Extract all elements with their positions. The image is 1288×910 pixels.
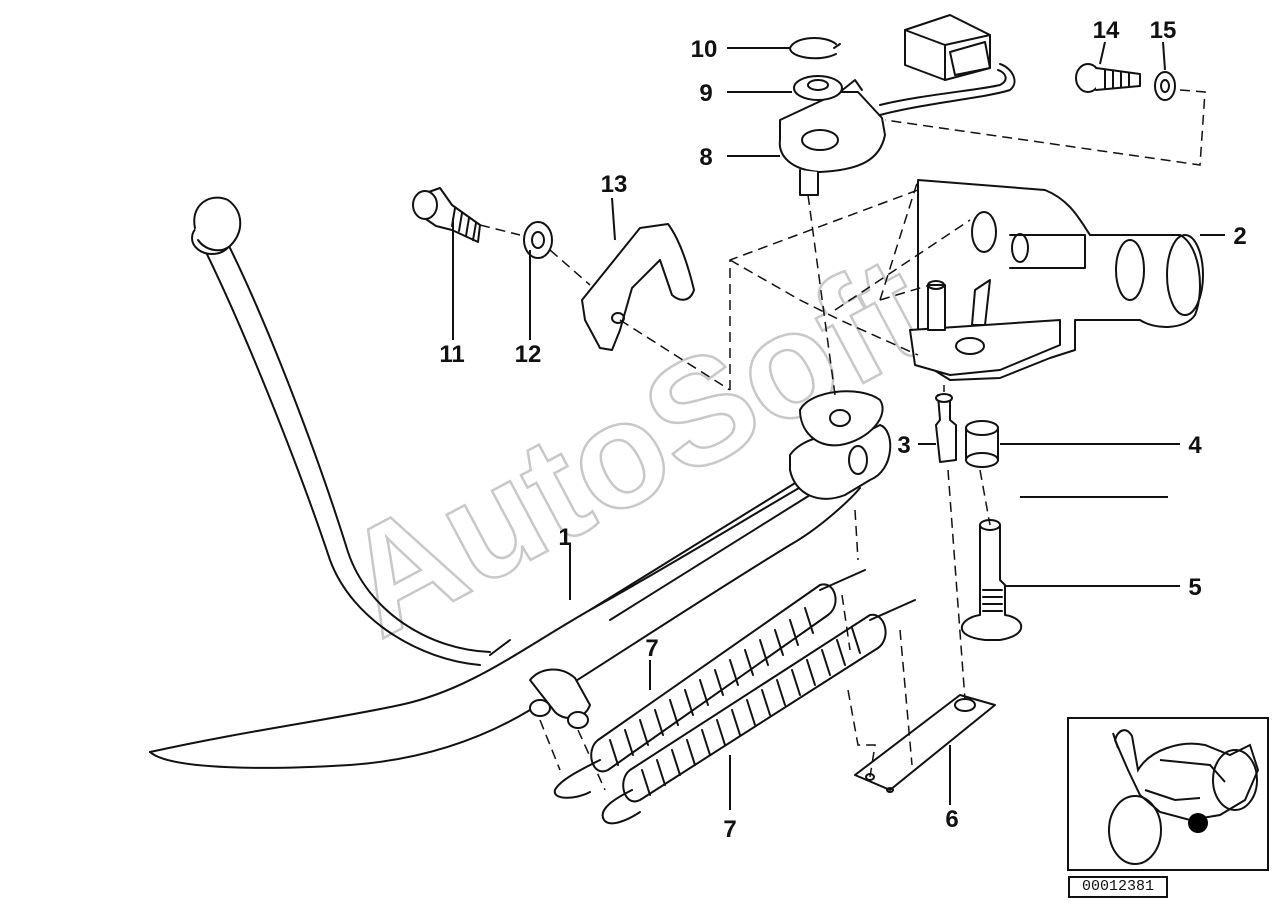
spring-upper [553, 569, 866, 799]
label-part-7-upper: 7 [645, 635, 658, 662]
label-part-8: 8 [699, 144, 712, 171]
motorcycle-outline-icon [1108, 729, 1260, 865]
label-part-9: 9 [699, 80, 712, 107]
plate [854, 694, 996, 793]
washer-12 [523, 221, 553, 259]
label-part-7-lower: 7 [723, 816, 736, 843]
label-part-2: 2 [1233, 223, 1246, 250]
washer-15 [1154, 71, 1176, 101]
label-part-14: 14 [1093, 17, 1120, 44]
label-part-13: 13 [601, 171, 628, 198]
pin-bolt [935, 393, 957, 463]
leader-lines [452, 41, 1225, 810]
bracket-clip [581, 223, 695, 351]
locator-inset [1067, 717, 1269, 871]
label-part-4: 4 [1188, 432, 1202, 459]
label-part-12: 12 [515, 341, 542, 368]
side-stand [149, 196, 892, 769]
pivot-bolt [960, 519, 1023, 641]
screw-14 [1075, 63, 1141, 93]
bushing [965, 420, 999, 468]
circlip [789, 37, 841, 60]
side-stand-switch [778, 14, 1016, 196]
spring-lower [601, 599, 916, 825]
label-part-1: 1 [558, 524, 571, 551]
bolt-11 [412, 187, 481, 243]
label-part-5: 5 [1188, 574, 1201, 601]
assembly-lines [479, 89, 1206, 791]
label-part-15: 15 [1150, 17, 1177, 44]
washer-9 [793, 75, 843, 101]
reference-code: 00012381 [1068, 876, 1168, 898]
label-part-10: 10 [691, 36, 718, 63]
label-part-3: 3 [897, 432, 910, 459]
label-part-6: 6 [945, 806, 958, 833]
locator-dot [1188, 813, 1208, 833]
mounting-bracket [909, 179, 1204, 381]
label-part-11: 11 [439, 341, 464, 368]
